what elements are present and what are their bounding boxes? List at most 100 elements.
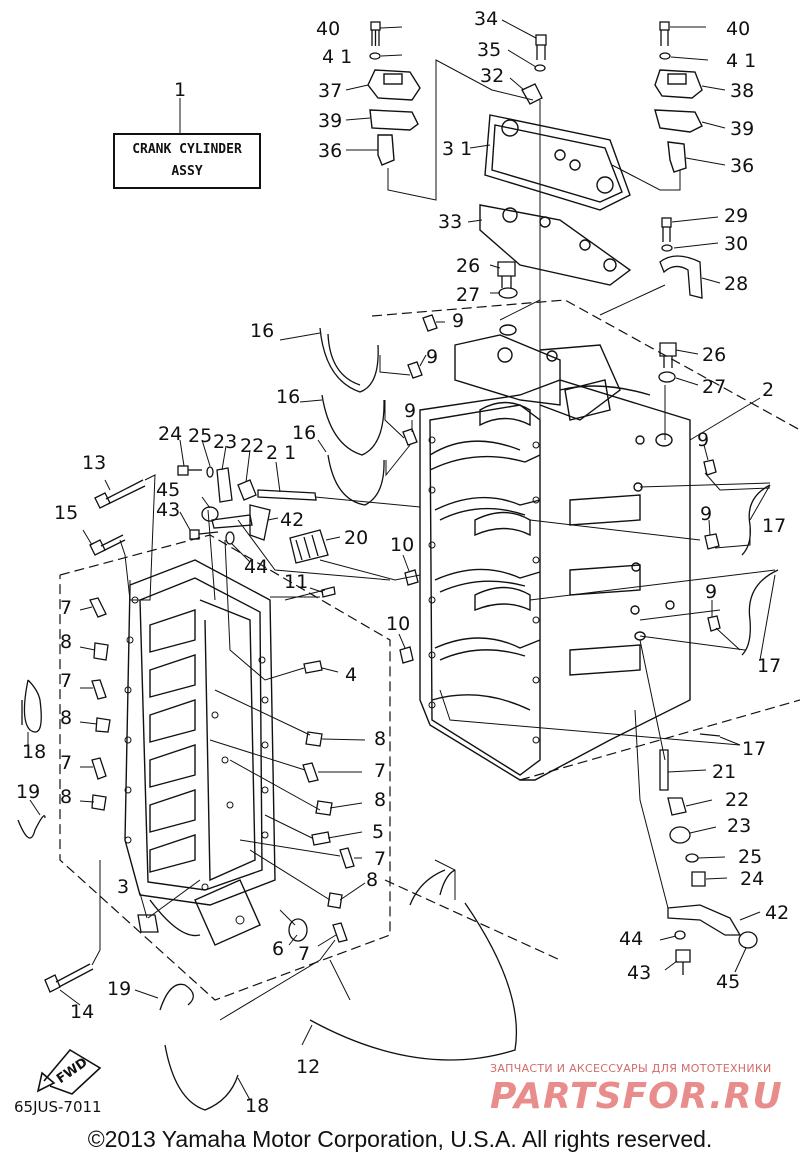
assembly-outlines <box>59 299 800 1001</box>
callout-9c: 9 <box>404 400 416 422</box>
callout-45a: 45 <box>156 479 180 501</box>
crankcase-cover <box>124 559 276 946</box>
callout-23b: 23 <box>727 815 751 837</box>
callout-40a: 40 <box>316 18 340 40</box>
callout-5: 5 <box>372 821 384 843</box>
callout-43a: 43 <box>156 499 180 521</box>
callout-19a: 19 <box>16 781 40 803</box>
callout-9f: 9 <box>705 581 717 603</box>
callout-26b: 26 <box>702 344 726 366</box>
callout-24b: 24 <box>740 868 764 890</box>
leader-lines <box>27 19 776 1101</box>
crankcase-block <box>419 324 691 781</box>
callout-8f: 8 <box>366 869 378 891</box>
callout-7d: 7 <box>374 760 386 782</box>
drawing-code: 65JUS-7011 <box>14 1098 102 1116</box>
callout-39b: 39 <box>730 118 754 140</box>
callout-6: 6 <box>272 938 284 960</box>
fwd-arrow-icon <box>36 1048 102 1095</box>
callout-7a: 7 <box>60 597 72 619</box>
callout-8d: 8 <box>374 728 386 750</box>
fittings <box>89 314 721 943</box>
title-line-2: ASSY <box>171 164 203 179</box>
callout-41a: 4 1 <box>322 46 352 68</box>
watermark-tagline: ЗАПЧАСТИ И АКСЕССУАРЫ ДЛЯ МОТОТЕХНИКИ <box>490 1062 772 1075</box>
title-line-1: CRANK CYLINDER <box>132 142 242 157</box>
copyright-notice: ©2013 Yamaha Motor Corporation, U.S.A. A… <box>87 1126 713 1152</box>
callout-31: 3 1 <box>442 138 472 160</box>
callout-36a: 36 <box>318 140 342 162</box>
callout-4: 4 <box>345 664 357 686</box>
callout-27b: 27 <box>702 376 726 398</box>
callout-18b: 18 <box>245 1095 269 1117</box>
callout-24a: 24 <box>158 423 182 445</box>
callout-9e: 9 <box>700 503 712 525</box>
callout-17b: 17 <box>757 655 781 677</box>
callout-12: 12 <box>296 1056 320 1078</box>
callout-labels: 1 2 3 4 5 6 7 7 7 7 7 7 8 8 8 8 8 8 9 9 … <box>16 8 789 1117</box>
callout-37: 37 <box>318 80 342 102</box>
callout-7e: 7 <box>374 848 386 870</box>
callout-16c: 16 <box>292 422 316 444</box>
callout-29: 29 <box>724 205 748 227</box>
callout-13: 13 <box>82 452 106 474</box>
callout-25a: 25 <box>188 425 212 447</box>
assembly-title-box: CRANK CYLINDER ASSY <box>113 133 261 189</box>
callout-43b: 43 <box>627 962 651 984</box>
callout-28: 28 <box>724 273 748 295</box>
callout-44b: 44 <box>619 928 643 950</box>
callout-45b: 45 <box>716 971 740 993</box>
callout-8a: 8 <box>60 631 72 653</box>
callout-9d: 9 <box>697 429 709 451</box>
callout-17c: 17 <box>742 738 766 760</box>
callout-22b: 22 <box>725 789 749 811</box>
callout-40b: 40 <box>726 18 750 40</box>
callout-41b: 4 1 <box>726 50 756 72</box>
callout-27a: 27 <box>456 284 480 306</box>
head-cover <box>479 114 632 286</box>
callout-3: 3 <box>117 876 129 898</box>
callout-32: 32 <box>480 65 504 87</box>
callout-38: 38 <box>730 80 754 102</box>
cover-plates <box>367 69 703 173</box>
callout-20: 20 <box>344 527 368 549</box>
callout-7c: 7 <box>60 752 72 774</box>
callout-15: 15 <box>54 502 78 524</box>
callout-18a: 18 <box>22 741 46 763</box>
callout-26a: 26 <box>456 255 480 277</box>
callout-2: 2 <box>762 379 774 401</box>
fasteners <box>44 21 758 993</box>
callout-19b: 19 <box>107 978 131 1000</box>
callout-36b: 36 <box>730 155 754 177</box>
callout-10b: 10 <box>386 613 410 635</box>
callout-30: 30 <box>724 233 748 255</box>
callout-16b: 16 <box>276 386 300 408</box>
callout-44a: 44 <box>244 556 268 578</box>
callout-10a: 10 <box>390 534 414 556</box>
callout-23a: 23 <box>213 431 237 453</box>
callout-8b: 8 <box>60 707 72 729</box>
callout-35: 35 <box>477 39 501 61</box>
callout-25b: 25 <box>738 846 762 868</box>
callout-21a: 2 1 <box>266 442 296 464</box>
callout-7b: 7 <box>60 670 72 692</box>
callout-42b: 42 <box>765 902 789 924</box>
callout-8e: 8 <box>374 789 386 811</box>
callout-9b: 9 <box>426 346 438 368</box>
callout-7f: 7 <box>298 943 310 965</box>
callout-8c: 8 <box>60 786 72 808</box>
watermark-brand: PARTSFOR.RU <box>490 1076 783 1117</box>
callout-34: 34 <box>474 8 498 30</box>
callout-17a: 17 <box>762 515 786 537</box>
callout-11: 11 <box>284 571 308 593</box>
callout-9a: 9 <box>452 310 464 332</box>
callout-16a: 16 <box>250 320 274 342</box>
callout-22a: 22 <box>240 435 264 457</box>
callout-33: 33 <box>438 211 462 233</box>
callout-39a: 39 <box>318 110 342 132</box>
callout-21b: 21 <box>712 761 736 783</box>
callout-1: 1 <box>174 79 186 101</box>
callout-42a: 42 <box>280 509 304 531</box>
